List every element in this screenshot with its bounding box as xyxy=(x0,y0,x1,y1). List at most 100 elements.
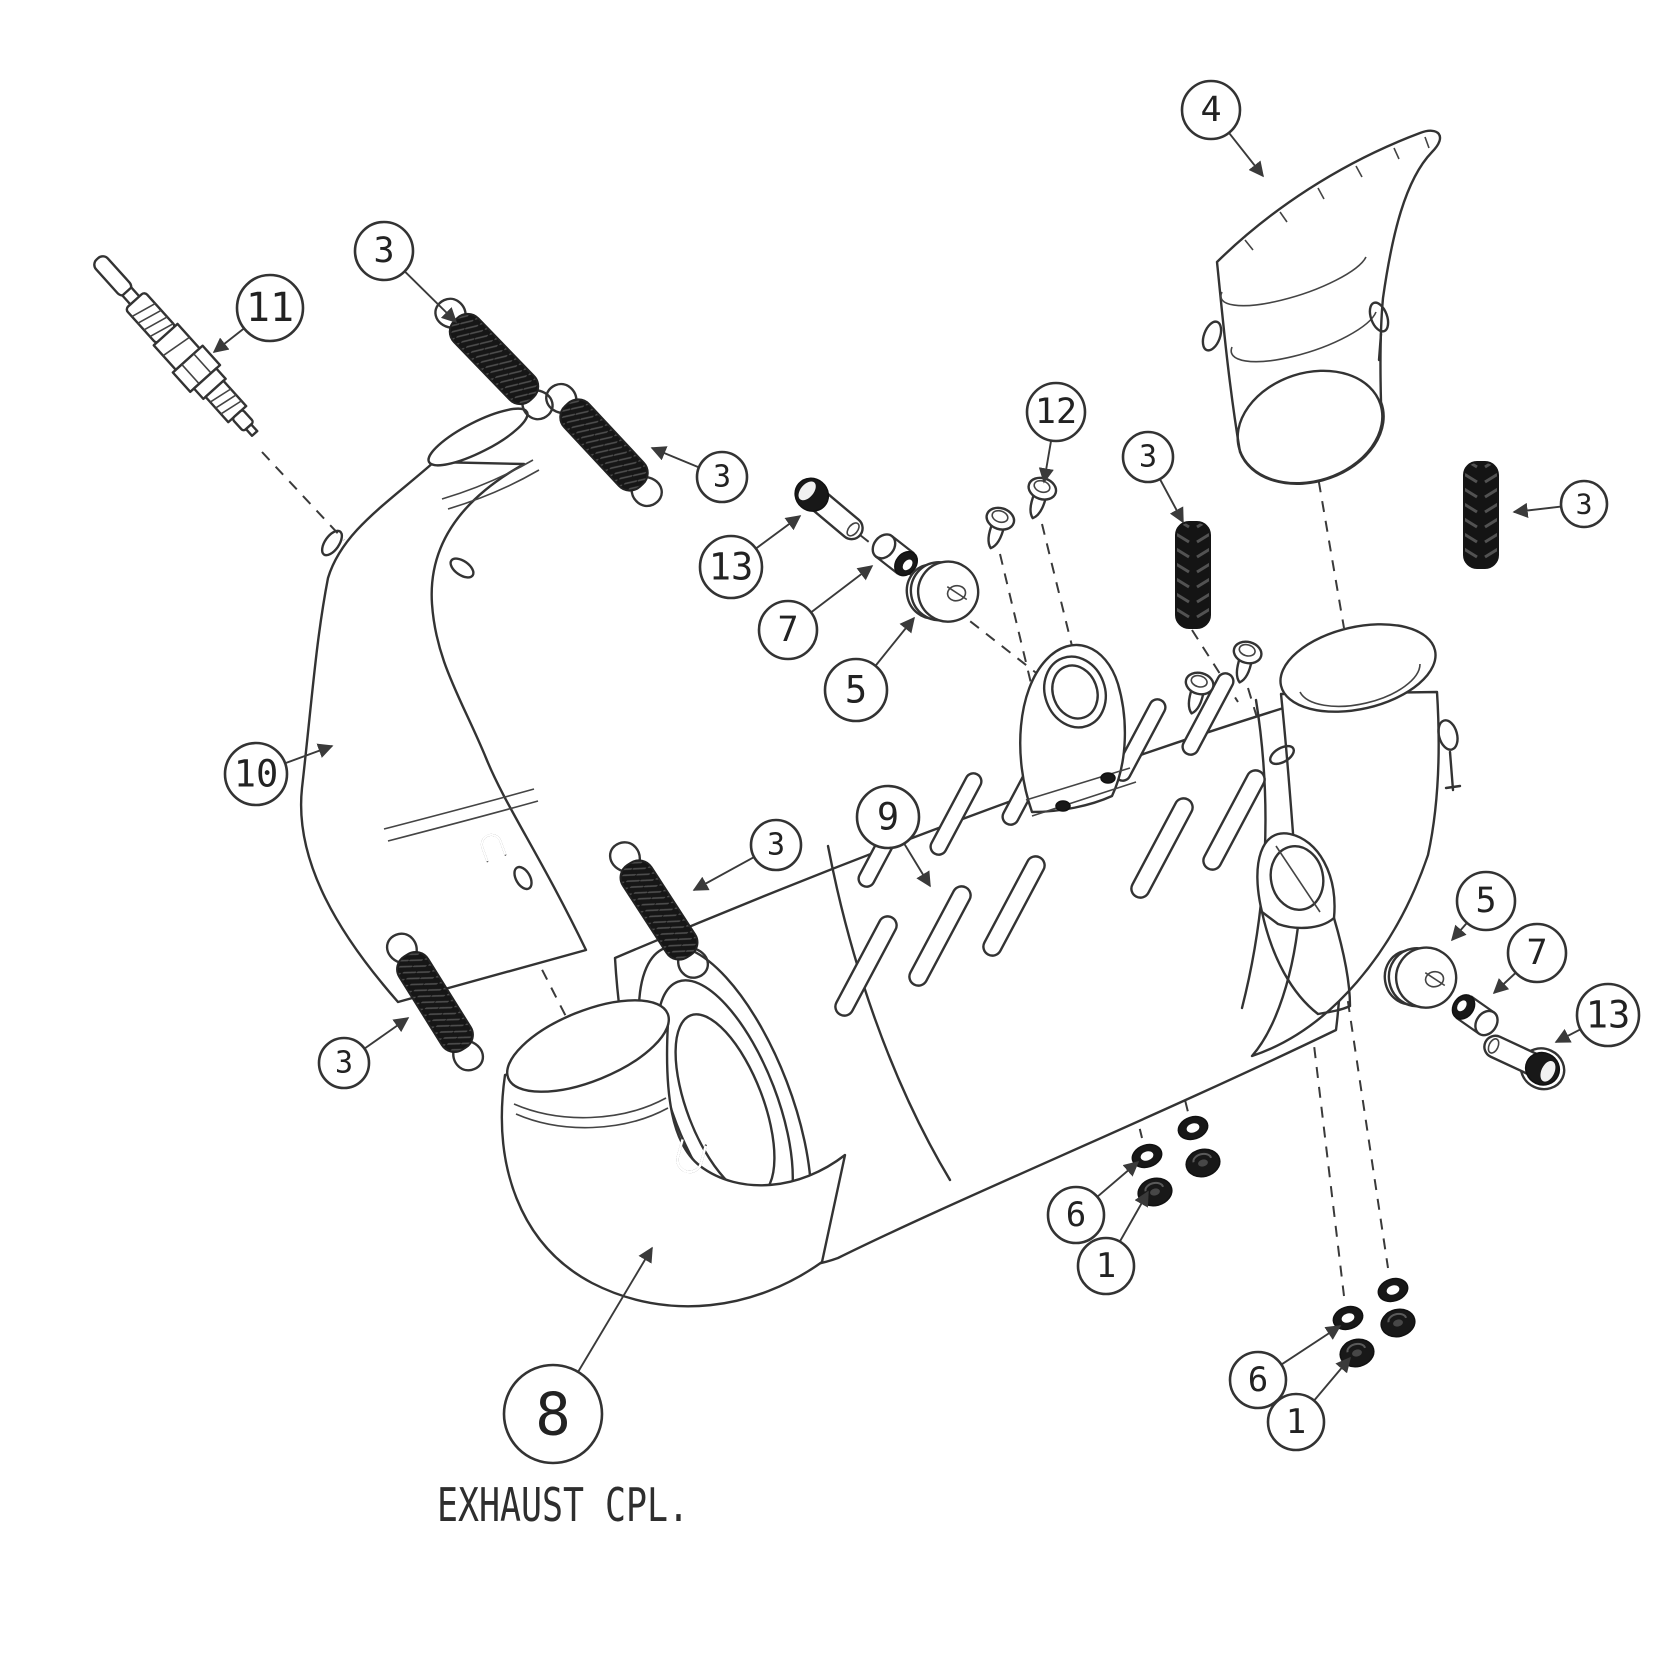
spacer-bushing xyxy=(1446,989,1504,1041)
callout-9: 9 xyxy=(855,784,931,888)
callout-balloon xyxy=(1506,922,1568,984)
callout-balloon xyxy=(698,534,764,600)
callout-balloon xyxy=(1180,79,1242,141)
callout-number: 6 xyxy=(1066,1195,1086,1235)
muffler-body xyxy=(500,623,1462,1308)
callout-number: 6 xyxy=(1248,1360,1268,1400)
callout-balloon xyxy=(502,1363,604,1465)
callout-number: 4 xyxy=(1200,90,1221,130)
spark-plug xyxy=(93,255,259,437)
damper-wheel xyxy=(1379,940,1463,1016)
callout-balloon xyxy=(1121,430,1175,484)
callout-number: 3 xyxy=(1139,440,1157,475)
callout-1: 1 xyxy=(1076,1190,1149,1296)
nut xyxy=(1182,1144,1224,1182)
callout-number: 5 xyxy=(845,669,867,712)
callout-number: 7 xyxy=(777,610,798,650)
callout-balloon xyxy=(695,450,749,504)
assembly-axis-dashed-line xyxy=(261,451,345,541)
callout-13: 13 xyxy=(698,515,802,600)
callout-number: 9 xyxy=(877,796,899,839)
callout-leader-line xyxy=(284,743,334,765)
callout-leader-line xyxy=(1118,1190,1149,1243)
washer xyxy=(1174,1112,1212,1144)
pan-head-screw xyxy=(976,503,1019,554)
inlet-u-bend-pipe xyxy=(500,999,847,1308)
callout-leader-line xyxy=(1451,922,1468,942)
outlet-elbow-pipe xyxy=(1250,623,1462,1058)
callout-3: 3 xyxy=(692,818,803,891)
callout-number: 3 xyxy=(1576,488,1593,521)
callout-6: 6 xyxy=(1046,1161,1140,1245)
callout-balloon xyxy=(353,220,415,282)
socket-bolt xyxy=(787,470,872,549)
callout-5: 5 xyxy=(1451,870,1517,942)
front-bracket xyxy=(1019,643,1137,817)
callout-balloon xyxy=(1046,1185,1106,1245)
callout-balloon xyxy=(1228,1350,1288,1410)
callout-12: 12 xyxy=(1025,381,1087,484)
callout-3: 3 xyxy=(353,220,458,324)
callout-balloon xyxy=(1266,1392,1326,1452)
callout-number: 3 xyxy=(335,1046,353,1081)
callout-3: 3 xyxy=(317,1017,410,1090)
callout-5: 5 xyxy=(823,616,915,723)
pan-head-screw xyxy=(1018,473,1061,524)
callout-3: 3 xyxy=(650,446,749,504)
callout-7: 7 xyxy=(757,565,874,661)
callout-leader-line xyxy=(1280,1325,1342,1366)
washer xyxy=(1128,1140,1166,1172)
callout-leader-line xyxy=(1096,1161,1140,1198)
callout-leader-line xyxy=(903,842,931,888)
callout-leader-line xyxy=(1228,132,1264,178)
callout-number: 13 xyxy=(1586,994,1631,1037)
callout-leader-line xyxy=(1554,1028,1581,1043)
callout-leader-line xyxy=(212,327,245,353)
callout-number: 8 xyxy=(535,1380,571,1449)
callout-11: 11 xyxy=(212,273,305,353)
callout-leader-line xyxy=(1492,972,1517,995)
callout-leader-line xyxy=(1159,478,1184,524)
callout-leader-line xyxy=(810,565,874,614)
callout-10: 10 xyxy=(223,741,334,807)
callout-number: 7 xyxy=(1526,933,1547,973)
callout-3: 3 xyxy=(1512,479,1609,529)
header-pipe xyxy=(299,407,588,1004)
figure-caption: EXHAUST CPL. xyxy=(437,1478,689,1532)
callout-balloon xyxy=(823,657,889,723)
callout-balloon xyxy=(757,599,819,661)
callout-number: 1 xyxy=(1286,1402,1306,1442)
callout-1: 1 xyxy=(1266,1356,1351,1452)
callout-balloon xyxy=(749,818,803,872)
callout-balloon xyxy=(1076,1236,1136,1296)
callout-leader-line xyxy=(577,1246,653,1373)
callout-leader-line xyxy=(1038,440,1054,484)
callout-number: 11 xyxy=(246,285,294,331)
callout-leader-line xyxy=(874,616,915,667)
callout-balloon xyxy=(1559,479,1609,529)
callout-leader-line xyxy=(692,856,755,891)
callout-balloon xyxy=(1575,982,1641,1048)
callout-leader-line xyxy=(1313,1356,1351,1402)
rubber-damper xyxy=(1175,521,1211,629)
callout-balloon xyxy=(1455,870,1517,932)
callout-balloon xyxy=(1025,381,1087,443)
callout-balloon xyxy=(317,1036,371,1090)
callout-balloon xyxy=(855,784,921,850)
callout-number: 3 xyxy=(767,828,785,863)
tension-spring xyxy=(537,375,671,515)
callout-number: 12 xyxy=(1035,392,1077,432)
callout-leader-line xyxy=(755,515,802,550)
tension-spring xyxy=(426,289,562,429)
callout-4: 4 xyxy=(1180,79,1264,178)
callout-number: 10 xyxy=(234,753,279,796)
callout-balloon xyxy=(223,741,289,807)
callout-leader-line xyxy=(1512,502,1562,518)
callout-leader-line xyxy=(363,1017,410,1050)
rear-bracket xyxy=(1256,832,1352,1016)
callout-13: 13 xyxy=(1554,982,1641,1048)
callout-3: 3 xyxy=(1121,430,1184,524)
